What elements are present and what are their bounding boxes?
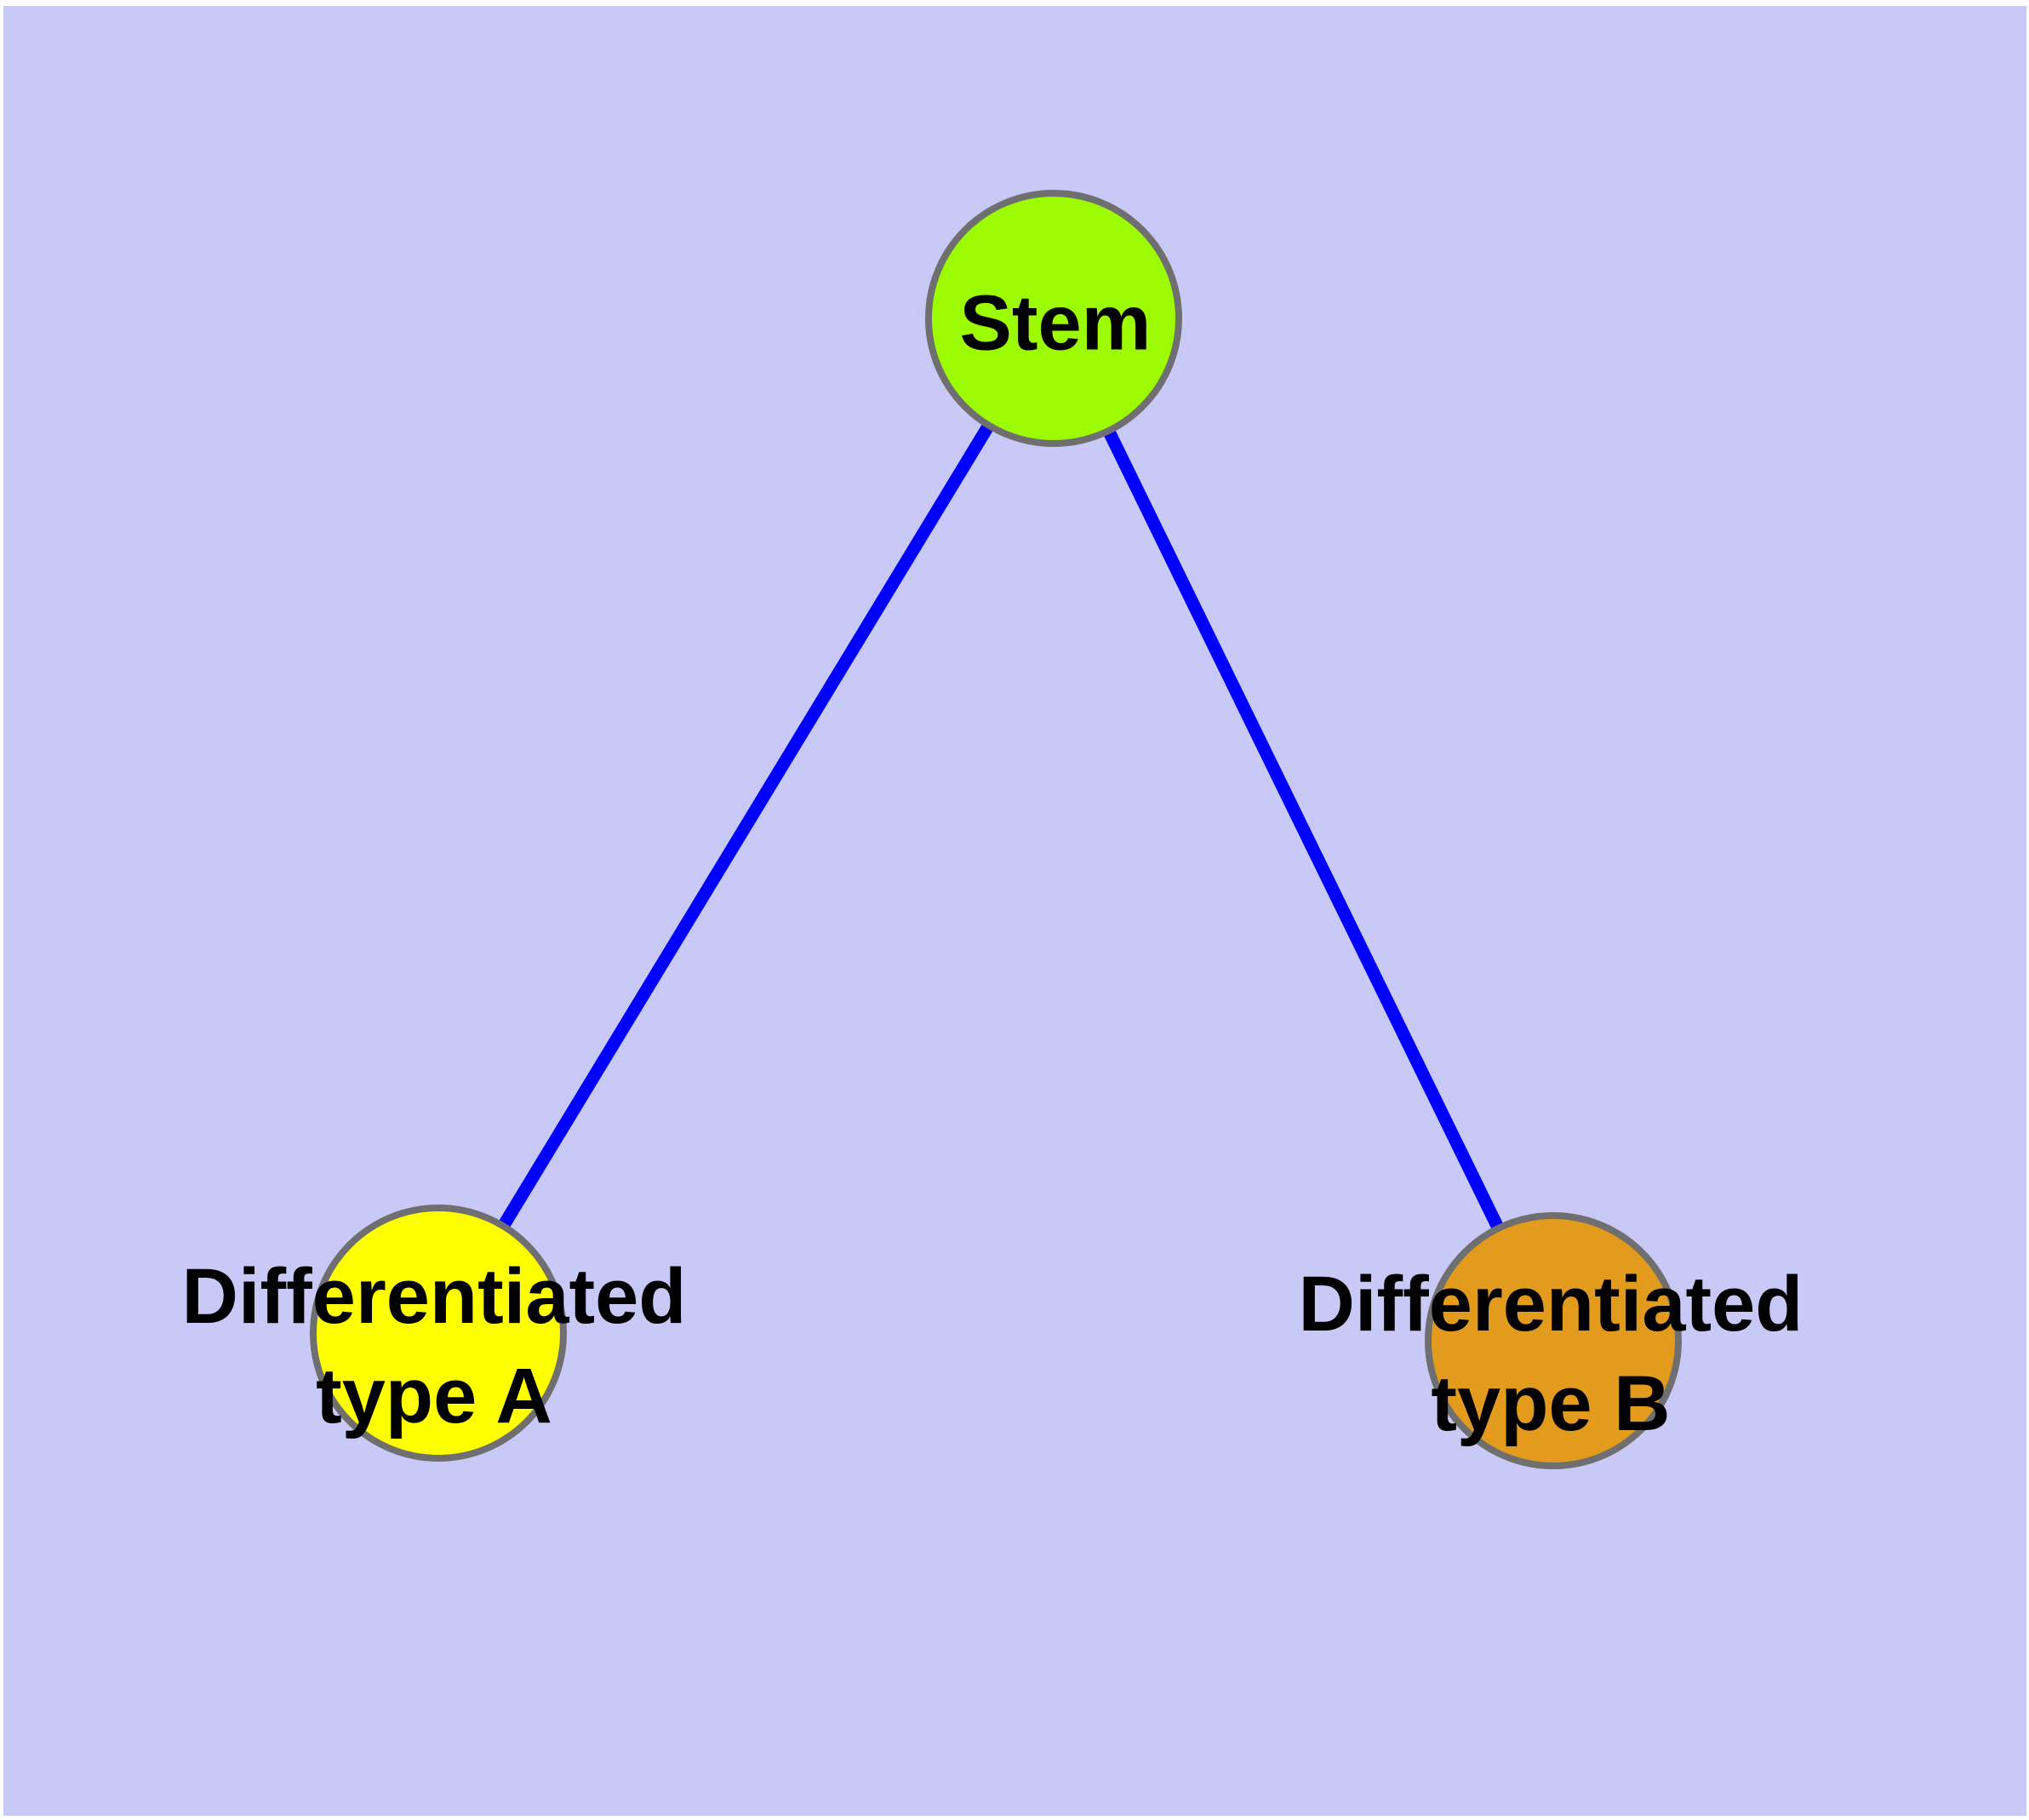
- node-stem-label: Stem: [960, 274, 1152, 374]
- node-differentiated-type-a-circle: [310, 1205, 567, 1462]
- node-differentiated-type-b-label: Differentiated type B: [1299, 1255, 1803, 1454]
- node-differentiated-type-b-circle: [1425, 1212, 1682, 1469]
- node-differentiated-type-a-label-line-2: type A: [316, 1353, 552, 1439]
- node-differentiated-type-b-label-line-2: type B: [1431, 1360, 1671, 1447]
- node-differentiated-type-a-label-line-1: Differentiated: [181, 1253, 687, 1341]
- node-stem-circle: [925, 190, 1182, 447]
- node-differentiated-type-b-label-line-1: Differentiated: [1298, 1261, 1803, 1348]
- node-differentiated-type-a-label: Differentiated type A: [182, 1247, 687, 1446]
- edge-stem-to-type-a: [432, 315, 1060, 1336]
- edge-stem-to-type-b: [1048, 315, 1559, 1344]
- node-stem-label-line: Stem: [959, 279, 1152, 367]
